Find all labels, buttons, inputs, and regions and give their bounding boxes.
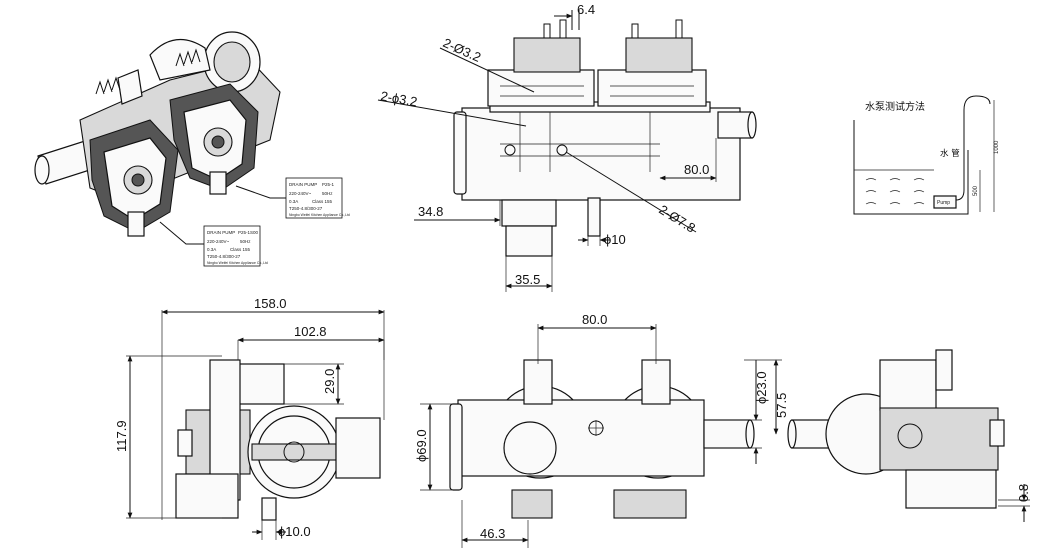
dimension-label: 46.3	[480, 526, 505, 541]
dimension-label: 80.0	[582, 312, 607, 327]
dimension-label: 57.5	[774, 393, 789, 418]
dimension-label: 34.8	[418, 204, 443, 219]
side-view-right: 0.8	[787, 349, 1031, 522]
dimension-label: ϕ10	[604, 232, 626, 247]
dimension-label: 1000	[994, 140, 1000, 154]
dimension-label: DRAIN PUMP	[207, 230, 235, 235]
dimension-label: 水 管	[940, 148, 960, 159]
dimension-label: Class 155	[312, 199, 333, 204]
dimension-label: 117.9	[114, 420, 129, 452]
pump-test-method: 水泵测试方法 Pump 水 管 1000 500	[853, 95, 1000, 215]
dimension-label: ϕ69.0	[414, 429, 429, 462]
dimension-label: 2-ϕ3.2	[379, 88, 418, 109]
dimension-label: 500	[973, 185, 979, 196]
dimension-label: 220-240V~	[207, 239, 230, 244]
dimension-label: 220-240V~	[289, 191, 312, 196]
dimension-label: 50Hz	[322, 191, 333, 196]
dimension-label: 102.8	[294, 324, 327, 339]
dimension-label: 29.0	[322, 369, 337, 394]
dimension-label: ϕ10.0	[278, 524, 311, 539]
side-view-left: 158.0 102.8 29.0 117.9 ϕ10.0	[114, 296, 385, 540]
dimension-label: 2-Ø3.2	[441, 35, 483, 65]
dimension-label: 80.0	[684, 162, 709, 177]
nameplate-upper: DRAIN PUMP P25-1 220-240V~ 50Hz 0.3A Cla…	[285, 177, 350, 219]
dimension-label: 6.4	[577, 2, 595, 17]
dimension-label: P25-1	[322, 182, 335, 187]
top-view-drawing: 6.4 2-Ø3.2 2-ϕ3.2 80.0 34.8 2-Ø7.8 ϕ10 3…	[377, 2, 757, 292]
dimension-label: 水泵测试方法	[865, 100, 925, 113]
dimension-label: T250-4.8/300-27	[207, 254, 241, 259]
dimension-label: Pump	[937, 200, 950, 206]
dimension-label: ϕ23.0	[754, 371, 769, 404]
dimension-label: 158.0	[254, 296, 287, 311]
dimension-label: 35.5	[515, 272, 540, 287]
dimension-label: 50Hz	[240, 239, 251, 244]
front-view-middle: 80.0 ϕ23.0 57.5 ϕ69.0 46.3	[414, 312, 789, 548]
dimension-label: 2-Ø7.8	[656, 202, 698, 236]
dimension-label: Ningbo Weifei Kitchen Appliance Co.,Ltd	[289, 213, 350, 217]
dimension-label: Ningbo Weifei Kitchen Appliance Co.,Ltd	[207, 261, 268, 265]
dimension-label: DRAIN PUMP	[289, 182, 317, 187]
dimension-label: P25-1S00	[238, 230, 259, 235]
dimension-label: 0.8	[1016, 484, 1031, 502]
dimension-label: Class 155	[230, 247, 251, 252]
nameplate-lower: DRAIN PUMP P25-1S00 220-240V~ 50Hz 0.3A …	[203, 225, 268, 267]
dimension-label: T250-4.8/300-27	[289, 206, 323, 211]
isometric-pump-view	[34, 31, 286, 245]
dimension-label: 0.3A	[289, 199, 298, 204]
dimension-label: 0.3A	[207, 247, 216, 252]
